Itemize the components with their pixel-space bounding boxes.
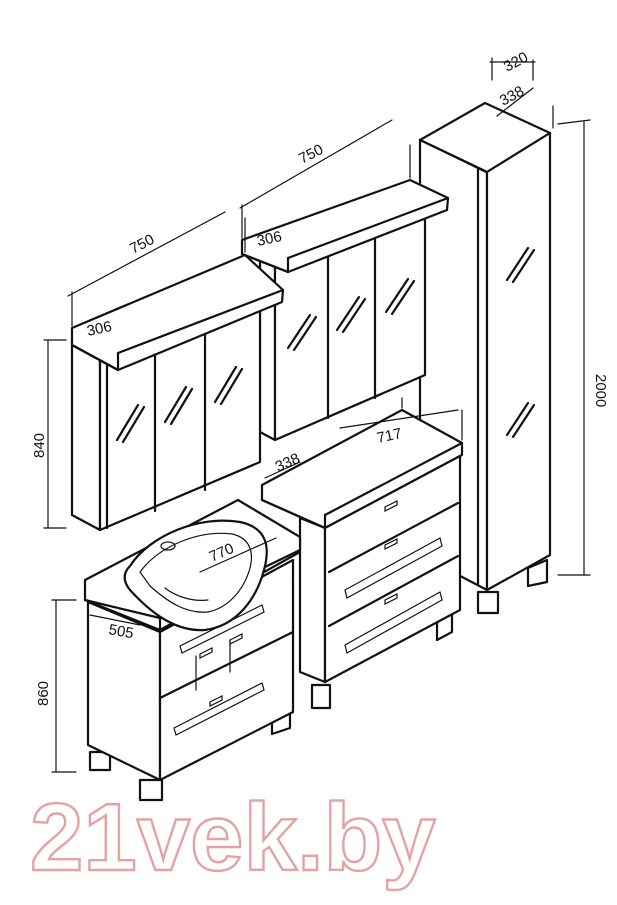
mirror-left-width-label: 750 xyxy=(127,231,157,258)
vanity-height-label: 860 xyxy=(35,681,52,706)
dresser-width-label: 717 xyxy=(375,425,403,447)
dimension-lines xyxy=(43,57,591,773)
mirror-left-height-label: 840 xyxy=(31,433,48,458)
column-height-label: 2000 xyxy=(592,374,609,407)
mirror-cabinet-left xyxy=(70,253,285,532)
mirror-cabinet-right xyxy=(240,178,450,442)
mirror-right-width-label: 750 xyxy=(296,141,326,168)
dresser-cabinet xyxy=(260,408,464,710)
watermark-text: 21vek.by xyxy=(30,784,436,891)
mirror-left-depth-label: 306 xyxy=(85,318,113,340)
mirror-right-depth-label: 306 xyxy=(255,228,283,250)
column-top-depth-label: 320 xyxy=(501,49,531,76)
vanity-with-sink xyxy=(83,498,302,802)
column-depth-label: 338 xyxy=(497,83,527,110)
vanity-depth-label: 505 xyxy=(107,621,135,642)
